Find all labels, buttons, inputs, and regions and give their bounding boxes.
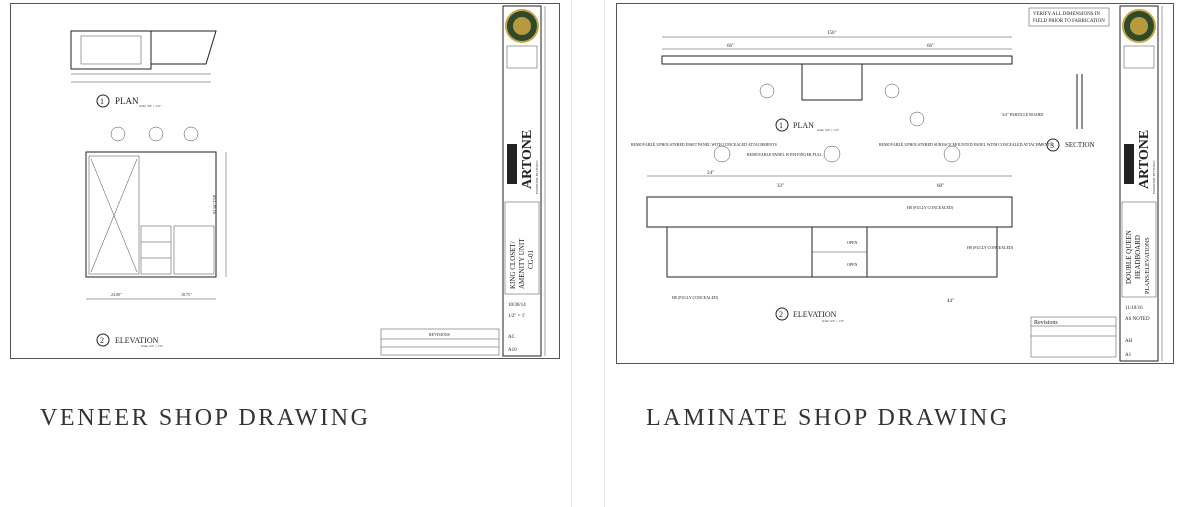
svg-text:AC: AC — [508, 335, 516, 340]
svg-text:3: 3 — [1050, 141, 1054, 150]
laminate-caption[interactable]: LAMINATE SHOP DRAWING — [646, 405, 1010, 431]
veneer-drawing: 1 PLAN Scale: 3/4" = 1'-0" 93.50" TYP 24… — [70, 5, 546, 357]
svg-text:CG-01: CG-01 — [527, 249, 535, 269]
svg-text:AS NOTED: AS NOTED — [1125, 317, 1150, 322]
svg-text:ELEVATION: ELEVATION — [115, 336, 159, 345]
svg-text:ARTONE: ARTONE — [520, 130, 535, 189]
laminate-drawing-thumbnail[interactable]: VERIFY ALL DIMENSIONS IN FIELD PRIOR TO … — [616, 3, 1174, 364]
veneer-card[interactable]: 1 PLAN Scale: 3/4" = 1'-0" 93.50" TYP 24… — [0, 0, 572, 507]
svg-text:11/10/16: 11/10/16 — [1125, 306, 1143, 311]
svg-text:VERIFY ALL DIMENSIONS IN: VERIFY ALL DIMENSIONS IN — [1033, 12, 1100, 17]
svg-text:Scale: 3/4" = 1'-0": Scale: 3/4" = 1'-0" — [141, 344, 164, 348]
svg-text:PLAN: PLAN — [793, 121, 814, 130]
svg-text:33": 33" — [777, 184, 784, 189]
svg-text:REMOVABLE UPHOLSTERED INSET PA: REMOVABLE UPHOLSTERED INSET PANEL WITH C… — [631, 142, 777, 147]
svg-text:ELEVATION: ELEVATION — [793, 310, 837, 319]
svg-text:HEADBOARD: HEADBOARD — [1134, 235, 1142, 279]
svg-text:FURNITURE BY DESIGN: FURNITURE BY DESIGN — [1152, 160, 1156, 194]
svg-text:DOUBLE QUEEN: DOUBLE QUEEN — [1125, 230, 1133, 284]
svg-text:60": 60" — [937, 184, 944, 189]
svg-text:ARTONE: ARTONE — [1137, 130, 1152, 189]
svg-text:FIELD PRIOR TO FABRICATION: FIELD PRIOR TO FABRICATION — [1033, 19, 1105, 24]
svg-text:66": 66" — [727, 44, 734, 49]
svg-text:KING CLOSET/: KING CLOSET/ — [509, 241, 517, 289]
svg-text:24.00": 24.00" — [111, 292, 122, 297]
svg-text:1: 1 — [100, 97, 104, 106]
svg-text:1/2" = 1': 1/2" = 1' — [508, 314, 525, 319]
svg-text:PLANS/ELEVATIONS: PLANS/ELEVATIONS — [1145, 237, 1151, 294]
veneer-drawing-thumbnail[interactable]: 1 PLAN Scale: 3/4" = 1'-0" 93.50" TYP 24… — [10, 3, 560, 359]
svg-text:SECTION: SECTION — [1065, 141, 1095, 149]
svg-text:REVISIONS: REVISIONS — [429, 332, 450, 337]
svg-text:3/4" PARTICLE BOARD: 3/4" PARTICLE BOARD — [1002, 112, 1043, 117]
svg-text:Scale: 3/4" = 1'-0": Scale: 3/4" = 1'-0" — [139, 104, 162, 108]
svg-text:OPEN: OPEN — [847, 262, 858, 267]
svg-text:FURNITURE BY DESIGN: FURNITURE BY DESIGN — [535, 160, 539, 194]
svg-text:H8 (FULLY CONCEALED): H8 (FULLY CONCEALED) — [967, 245, 1014, 250]
svg-text:PLAN: PLAN — [115, 96, 139, 106]
svg-text:24": 24" — [707, 171, 714, 176]
svg-text:66": 66" — [927, 44, 934, 49]
svg-text:18.75": 18.75" — [181, 292, 192, 297]
svg-text:2: 2 — [100, 336, 104, 345]
veneer-caption[interactable]: VENEER SHOP DRAWING — [40, 405, 371, 431]
laminate-card[interactable]: VERIFY ALL DIMENSIONS IN FIELD PRIOR TO … — [604, 0, 1195, 507]
svg-text:AMENITY UNIT: AMENITY UNIT — [518, 238, 526, 289]
svg-text:10/30/14: 10/30/14 — [508, 303, 526, 308]
laminate-drawing: VERIFY ALL DIMENSIONS IN FIELD PRIOR TO … — [631, 5, 1163, 362]
svg-text:1: 1 — [779, 121, 783, 130]
svg-text:H8 (FULLY CONCEALED): H8 (FULLY CONCEALED) — [907, 205, 954, 210]
svg-text:Revisions: Revisions — [1034, 320, 1058, 326]
svg-text:93.50" TYP: 93.50" TYP — [212, 194, 217, 214]
svg-text:H8 (FULLY CONCEALED): H8 (FULLY CONCEALED) — [672, 295, 719, 300]
svg-text:Scale: 3/4" = 1'-0": Scale: 3/4" = 1'-0" — [822, 319, 845, 323]
svg-text:A10: A10 — [508, 348, 517, 353]
svg-text:A1: A1 — [1125, 353, 1132, 358]
svg-text:44": 44" — [947, 299, 954, 304]
svg-text:REMOVABLE UPHOLSTERED SURFACE: REMOVABLE UPHOLSTERED SURFACE MOUNTED PA… — [879, 142, 1052, 147]
svg-text:AH: AH — [1125, 339, 1133, 344]
svg-text:REMOVABLE PANEL WITH FINGER PU: REMOVABLE PANEL WITH FINGER PULL — [747, 152, 823, 157]
svg-text:156": 156" — [827, 31, 837, 36]
svg-text:Scale: 3/4" = 1'-0": Scale: 3/4" = 1'-0" — [817, 128, 840, 132]
svg-text:2: 2 — [779, 310, 783, 319]
svg-text:OPEN: OPEN — [847, 240, 858, 245]
